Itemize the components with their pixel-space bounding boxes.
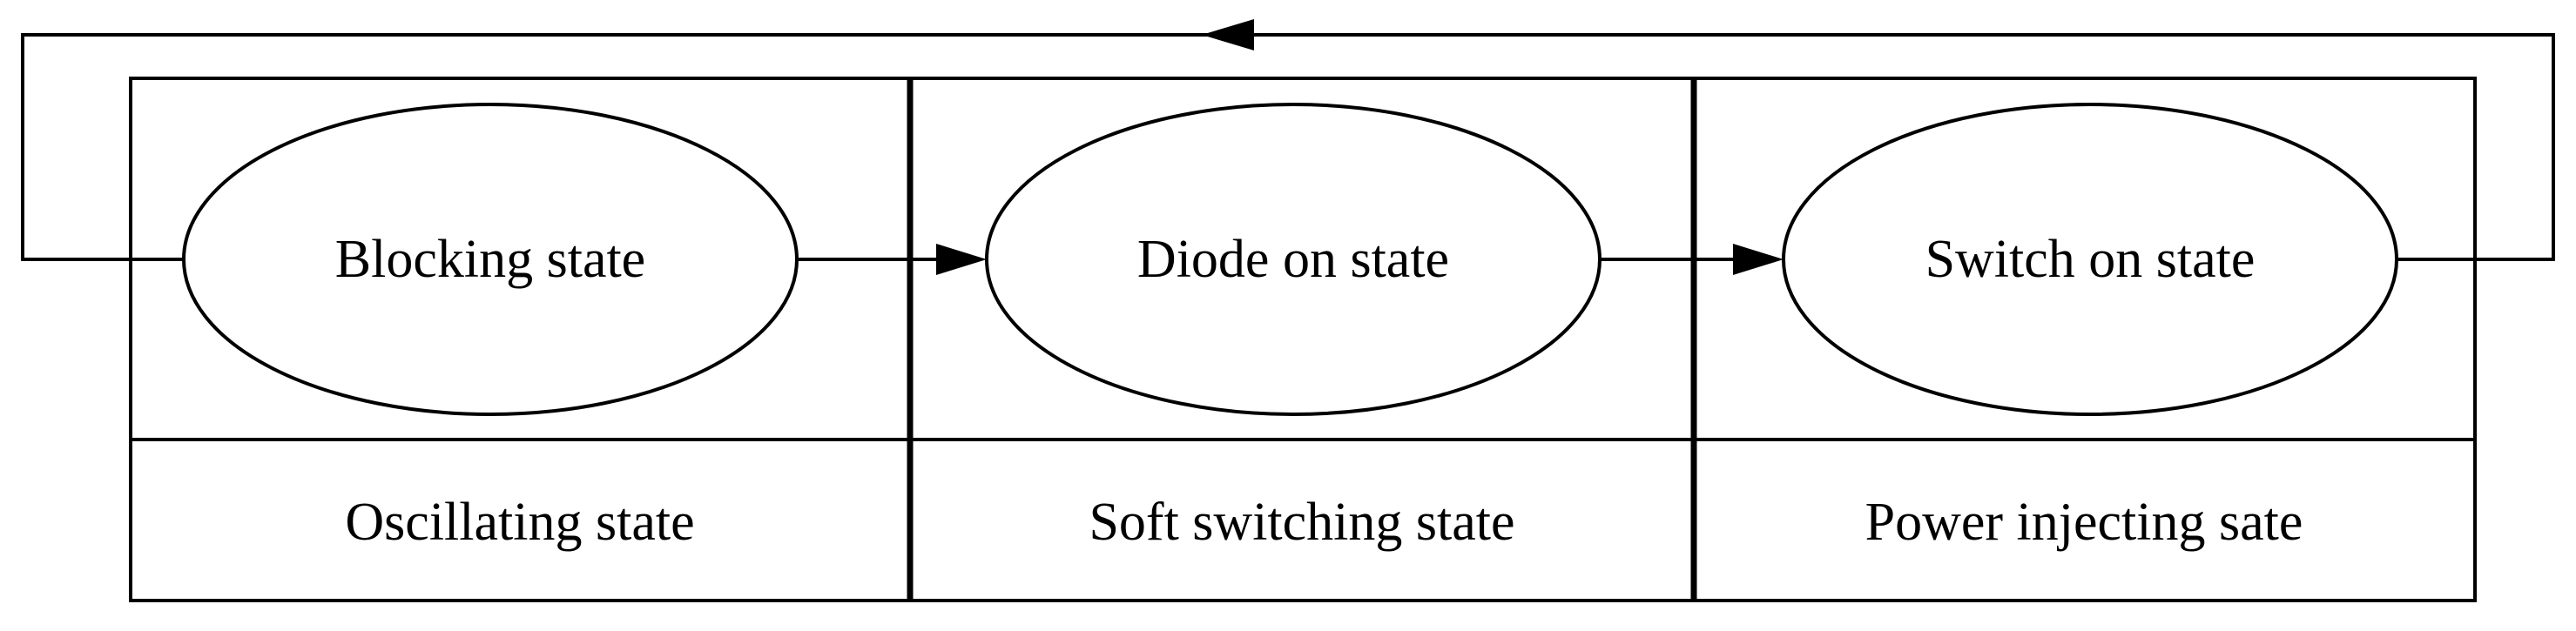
phase-label-soft-switching: Soft switching state: [1089, 493, 1514, 552]
phase-label-power-injecting: Power injecting sate: [1865, 493, 2303, 552]
feedback-arrowhead: [1202, 19, 1254, 50]
state-label-blocking: Blocking state: [335, 230, 645, 289]
state-label-diode-on: Diode on state: [1137, 230, 1449, 289]
state-label-switch-on: Switch on state: [1925, 230, 2256, 289]
table-frame: [129, 77, 2477, 602]
transition-arrowhead-1: [936, 244, 987, 275]
transition-arrowhead-2: [1733, 244, 1784, 275]
feedback-loop-line: [21, 33, 2555, 261]
phase-label-oscillating: Oscillating state: [345, 493, 694, 552]
